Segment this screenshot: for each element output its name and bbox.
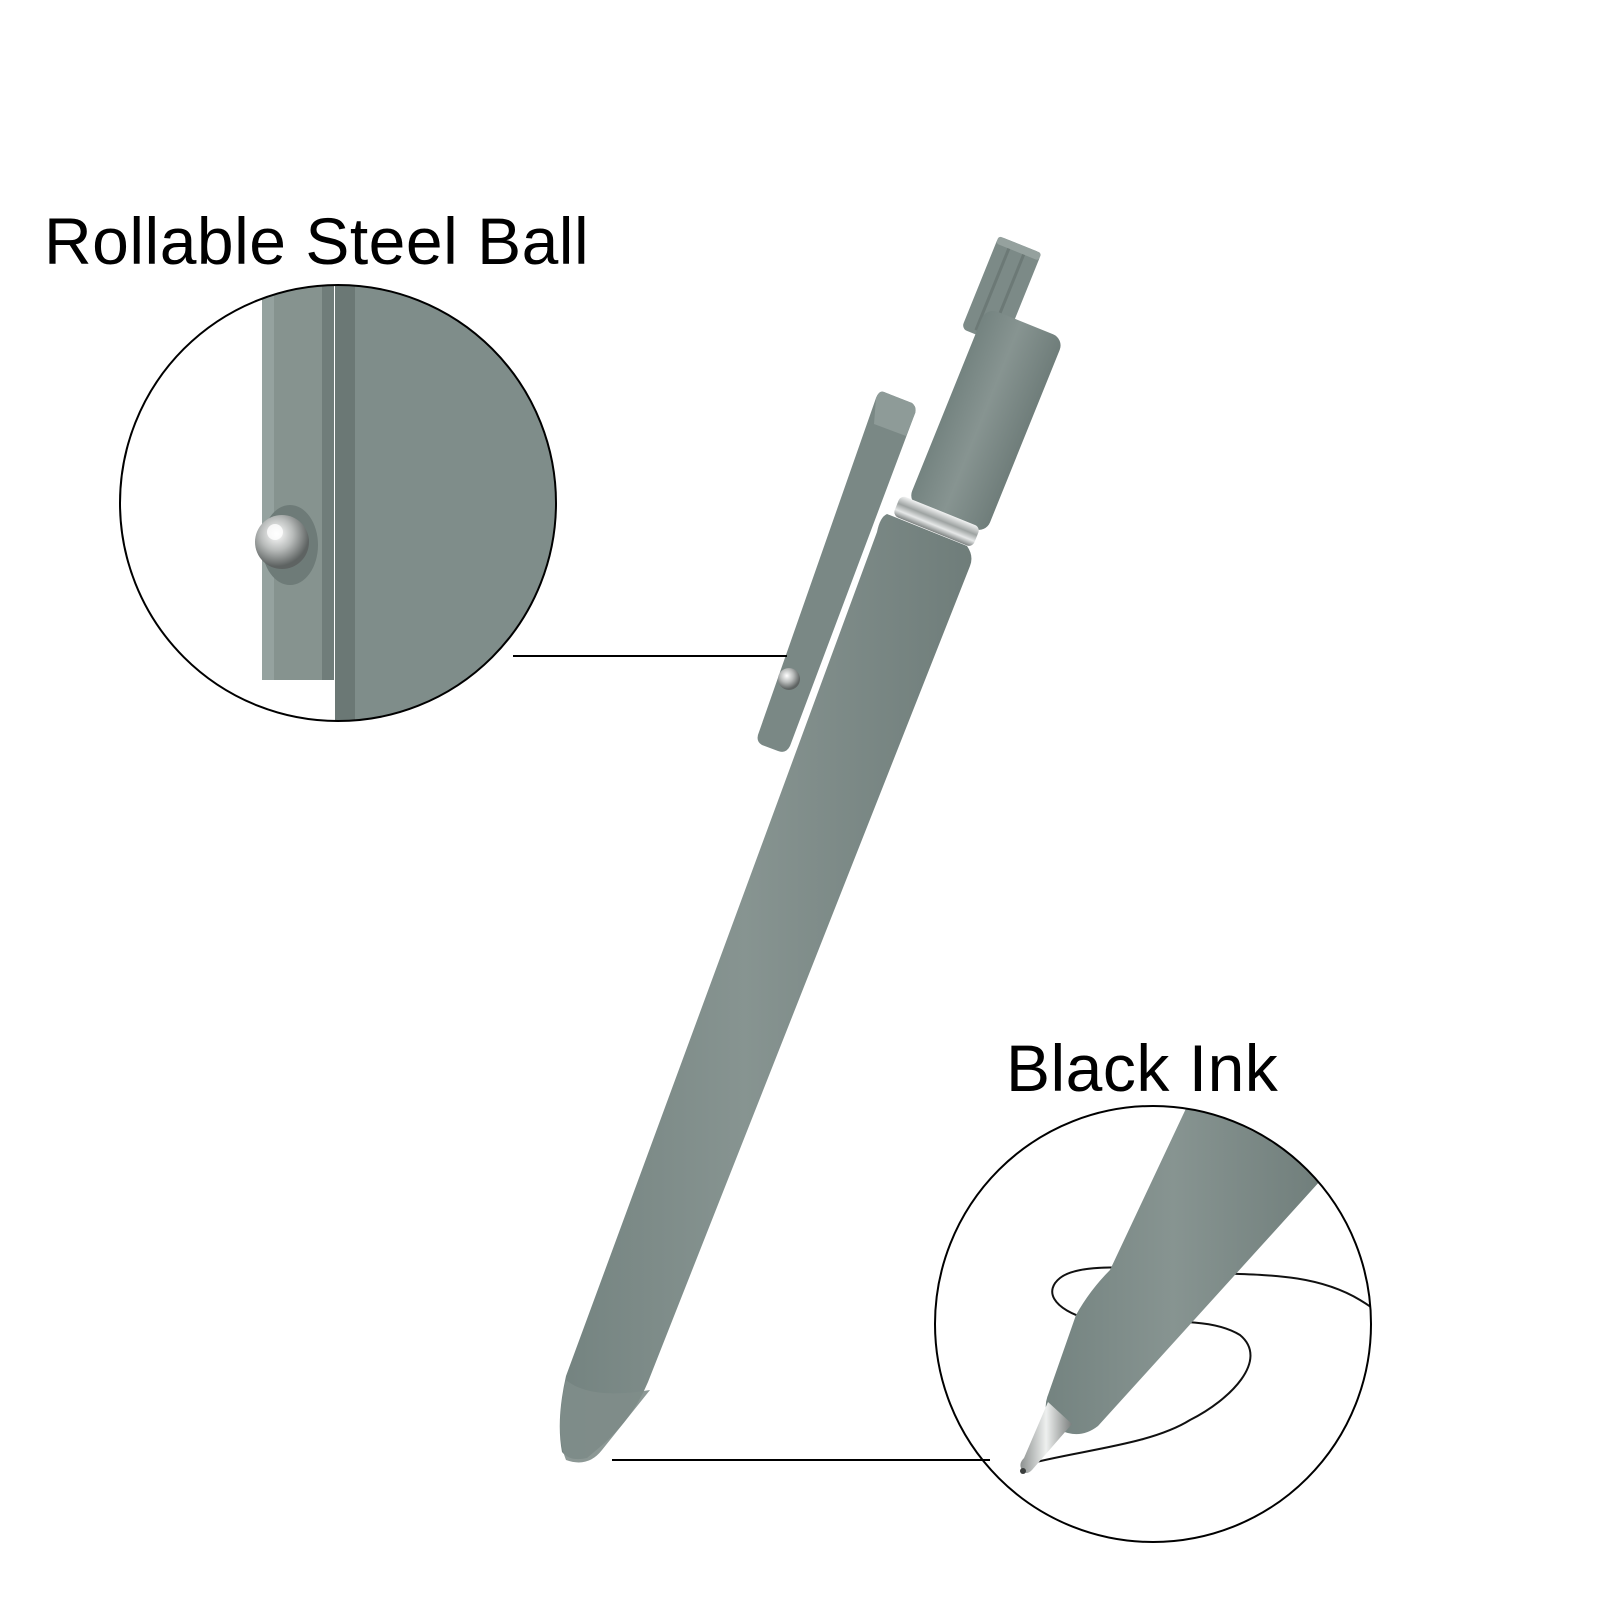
- steel-ball-callout: [119, 284, 787, 722]
- pen: [559, 236, 1061, 1463]
- callout-circle-top: [119, 284, 557, 722]
- pen-upper-section: [911, 310, 1061, 530]
- ink-label: Black Ink: [1006, 1031, 1279, 1105]
- callout-circle-bottom: [934, 1105, 1372, 1543]
- pen-chrome-ring: [894, 496, 979, 546]
- pen-barrel: [559, 514, 972, 1460]
- pen-clip: [757, 391, 916, 752]
- pen-tip-body: [1045, 1106, 1330, 1435]
- clip-steel-ball: [778, 668, 800, 690]
- ink-callout: [612, 1105, 1372, 1543]
- steel-ball-closeup: [255, 515, 309, 569]
- steel-ball-label: Rollable Steel Ball: [44, 204, 590, 278]
- ink-scribble: [1023, 1266, 1371, 1466]
- pen-end-cap: [560, 1380, 650, 1463]
- pen-metal-tip: [1020, 1402, 1072, 1473]
